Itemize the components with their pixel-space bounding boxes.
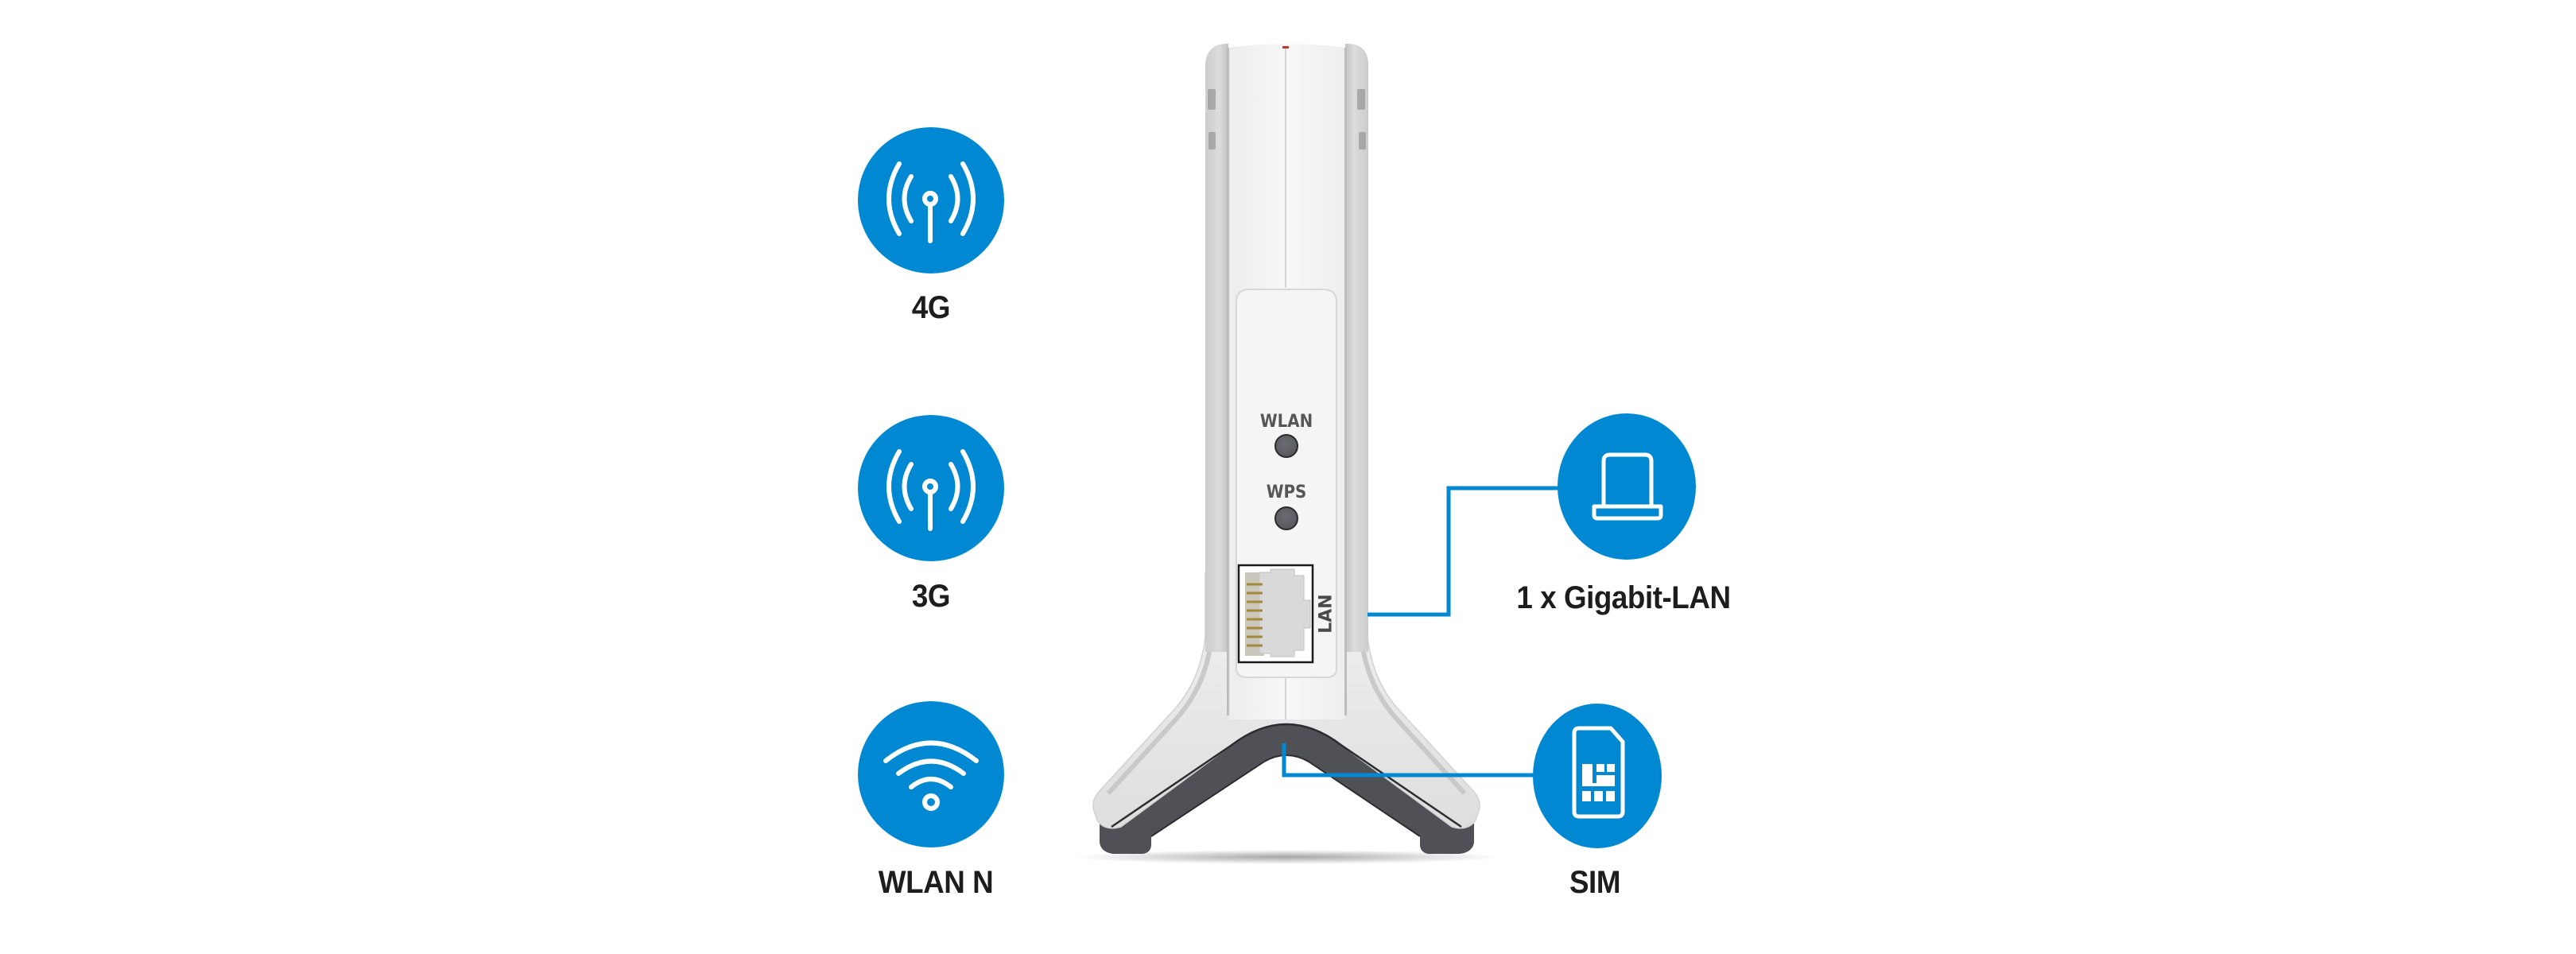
wlan-button-label: WLAN xyxy=(1259,412,1313,432)
lan-connector-line xyxy=(1368,486,1560,617)
wlan-button[interactable] xyxy=(1274,434,1298,458)
antenna-signal-icon xyxy=(858,127,1004,273)
wps-button[interactable] xyxy=(1274,506,1298,530)
sim-connector-line xyxy=(1282,743,1534,778)
feature-label-gigabit-lan: 1 x Gigabit-LAN xyxy=(1516,580,1731,615)
wps-button-label: WPS xyxy=(1266,483,1307,502)
sim-card-icon xyxy=(1533,704,1662,848)
feature-label-4g: 4G xyxy=(911,290,951,325)
status-led-icon xyxy=(1282,46,1289,48)
feature-label-3g: 3G xyxy=(911,579,951,614)
feature-label-sim: SIM xyxy=(1569,865,1621,900)
feature-label-wlan: WLAN N xyxy=(878,865,994,900)
antenna-signal-icon xyxy=(858,415,1004,561)
lan-port xyxy=(1237,564,1314,664)
laptop-icon xyxy=(1558,413,1696,560)
lan-port-label: LAN xyxy=(1316,594,1336,634)
wifi-icon xyxy=(858,701,1004,847)
